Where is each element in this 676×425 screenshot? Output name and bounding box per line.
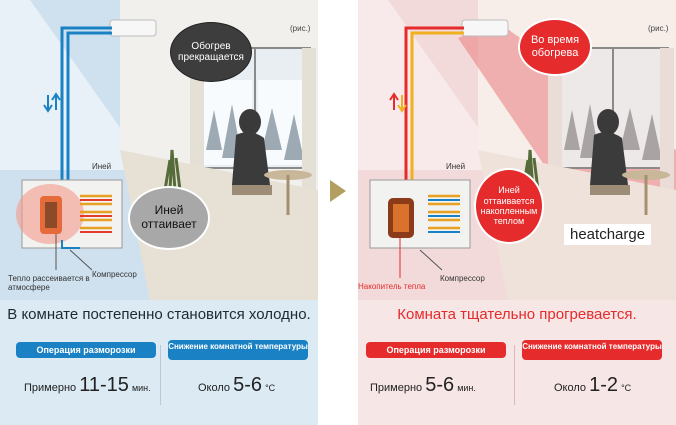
- defrost-time-value: Примерно 11-15 мин.: [24, 374, 151, 397]
- time-number: 11-15: [79, 374, 129, 396]
- compressor-label: Компрессор: [440, 274, 485, 283]
- room-temp-drop-badge: Снижение комнатной температуры: [168, 340, 308, 360]
- room-temp-drop-badge: Снижение комнатной температуры: [522, 340, 662, 360]
- during-heating-callout: Во время обогрева: [518, 18, 592, 76]
- frost-melts-callout: Иней оттаивает: [128, 186, 210, 250]
- frost-label: Иней: [92, 162, 112, 171]
- frost-melted-by-stored-heat-callout: Иней оттаивается накопленным теплом: [474, 168, 544, 244]
- time-unit: мин.: [131, 383, 151, 393]
- figure-label: (рис.): [290, 24, 311, 33]
- temp-prefix: Около: [198, 382, 231, 394]
- right-illustration: [358, 0, 676, 300]
- temp-unit: °C: [621, 383, 632, 393]
- defrost-operation-badge: Операция разморозки: [16, 342, 156, 358]
- heat-storage-label: Накопитель тепла: [358, 282, 426, 291]
- left-panel-without-heatcharge: (рис.) Обогрев прекращается Иней оттаива…: [0, 0, 318, 425]
- time-prefix: Примерно: [24, 382, 77, 394]
- right-caption: Комната тщательно прогревается.: [397, 306, 637, 323]
- temp-prefix: Около: [554, 382, 587, 394]
- temp-drop-value: Около 5-6 °C: [198, 374, 275, 397]
- stats-divider: [514, 345, 515, 405]
- defrost-time-value: Примерно 5-6 мин.: [370, 374, 476, 397]
- heating-stops-callout: Обогрев прекращается: [170, 22, 252, 82]
- time-unit: мин.: [457, 383, 476, 393]
- right-panel-with-heatcharge: (рис.) Во время обогрева Иней оттаиваетс…: [358, 0, 676, 425]
- left-illustration: [0, 0, 318, 300]
- heatcharge-brand: heatcharge: [564, 224, 652, 245]
- left-caption: В комнате постепенно становится холодно.: [7, 306, 311, 323]
- defrost-operation-badge: Операция разморозки: [366, 342, 506, 358]
- time-prefix: Примерно: [370, 382, 423, 394]
- temp-drop-value: Около 1-2 °C: [554, 374, 631, 397]
- compressor-label: Компрессор: [92, 270, 137, 279]
- comparison-arrow-icon: [330, 180, 346, 202]
- frost-label: Иней: [446, 162, 466, 171]
- temp-unit: °C: [265, 383, 276, 393]
- stats-divider: [160, 345, 161, 405]
- figure-label: (рис.): [648, 24, 669, 33]
- temp-number: 1-2: [589, 374, 618, 396]
- time-number: 5-6: [425, 374, 455, 396]
- temp-number: 5-6: [233, 374, 262, 396]
- heat-released-label: Тепло рассеивается в атмосфере: [8, 274, 90, 292]
